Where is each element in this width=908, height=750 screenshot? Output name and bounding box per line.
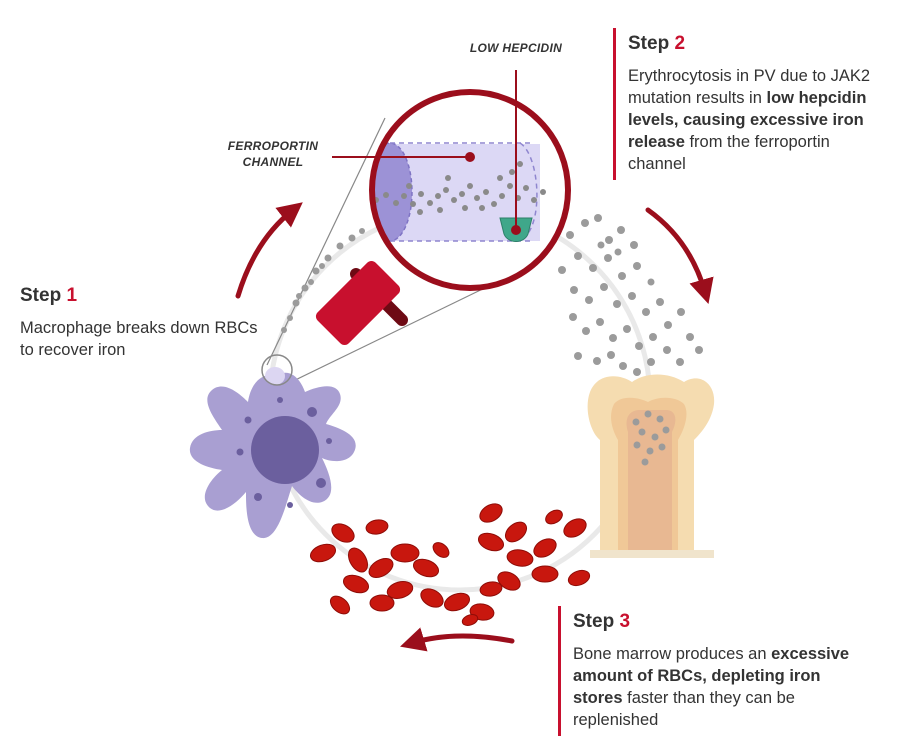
zoom-line-lower	[284, 281, 498, 386]
step-3-number: 3	[619, 611, 631, 632]
step-2: Step 2 Erythrocytosis in PV due to JAK2 …	[628, 33, 878, 175]
callout-pointer-low-hepcidin	[511, 70, 521, 235]
callout-pointer-ferroportin	[332, 152, 475, 162]
magnifier-rim	[369, 89, 571, 291]
macrophage-cell	[189, 367, 356, 539]
step-2-body: Erythrocytosis in PV due to JAK2 mutatio…	[628, 65, 878, 175]
step-2-body-seg-2: from the ferroportin channel	[628, 133, 830, 173]
step-3-title: Step 3	[573, 611, 863, 633]
step-2-prefix: Step	[628, 33, 675, 54]
step-3-accent-bar	[558, 606, 561, 736]
label-low-hepcidin: LOW HEPCIDIN	[469, 41, 563, 55]
step-1-title: Step 1	[20, 285, 260, 307]
step-2-number: 2	[674, 33, 686, 54]
step-3-body-seg-0: Bone marrow produces an	[573, 645, 772, 663]
step-2-body-seg-1: low hepcidin levels, causing excessive i…	[628, 89, 867, 151]
label-ferroportin-channel: FERROPORTIN CHANNEL	[212, 138, 334, 170]
step-1-body-seg-0: Macrophage breaks down RBCs to recover i…	[20, 319, 258, 359]
step-1-prefix: Step	[20, 285, 67, 306]
step-1: Step 1 Macrophage breaks down RBCs to re…	[20, 285, 260, 361]
red-blood-cells	[309, 503, 591, 626]
label-ferroportin-line1: FERROPORTIN	[227, 139, 319, 153]
step-3-body-seg-1: excessive amount of RBCs, depleting iron…	[573, 645, 850, 707]
macrophage-nucleus	[251, 416, 319, 484]
step-2-accent-bar	[613, 28, 616, 180]
arrow-step3-to-step1	[400, 627, 515, 652]
step-3-body-seg-2: faster than they can be replenished	[573, 689, 795, 729]
magnifier-handle	[315, 260, 408, 346]
zoom-origin-circle	[261, 354, 293, 386]
arrow-step2-to-step3	[645, 207, 714, 305]
step-2-title: Step 2	[628, 33, 878, 55]
iron-particles	[281, 210, 703, 376]
zoom-line-upper	[266, 117, 386, 366]
step-2-body-seg-0: Erythrocytosis in PV due to JAK2 mutatio…	[628, 67, 871, 107]
bone-marrow	[587, 374, 715, 558]
step-3-prefix: Step	[573, 611, 620, 632]
step-3: Step 3 Bone marrow produces an excessive…	[573, 611, 863, 731]
step-1-body: Macrophage breaks down RBCs to recover i…	[20, 317, 260, 361]
arrow-step1-to-step2	[235, 202, 303, 299]
step-1-number: 1	[66, 285, 78, 306]
label-ferroportin-line2: CHANNEL	[242, 155, 304, 169]
step-3-body: Bone marrow produces an excessive amount…	[573, 643, 863, 731]
